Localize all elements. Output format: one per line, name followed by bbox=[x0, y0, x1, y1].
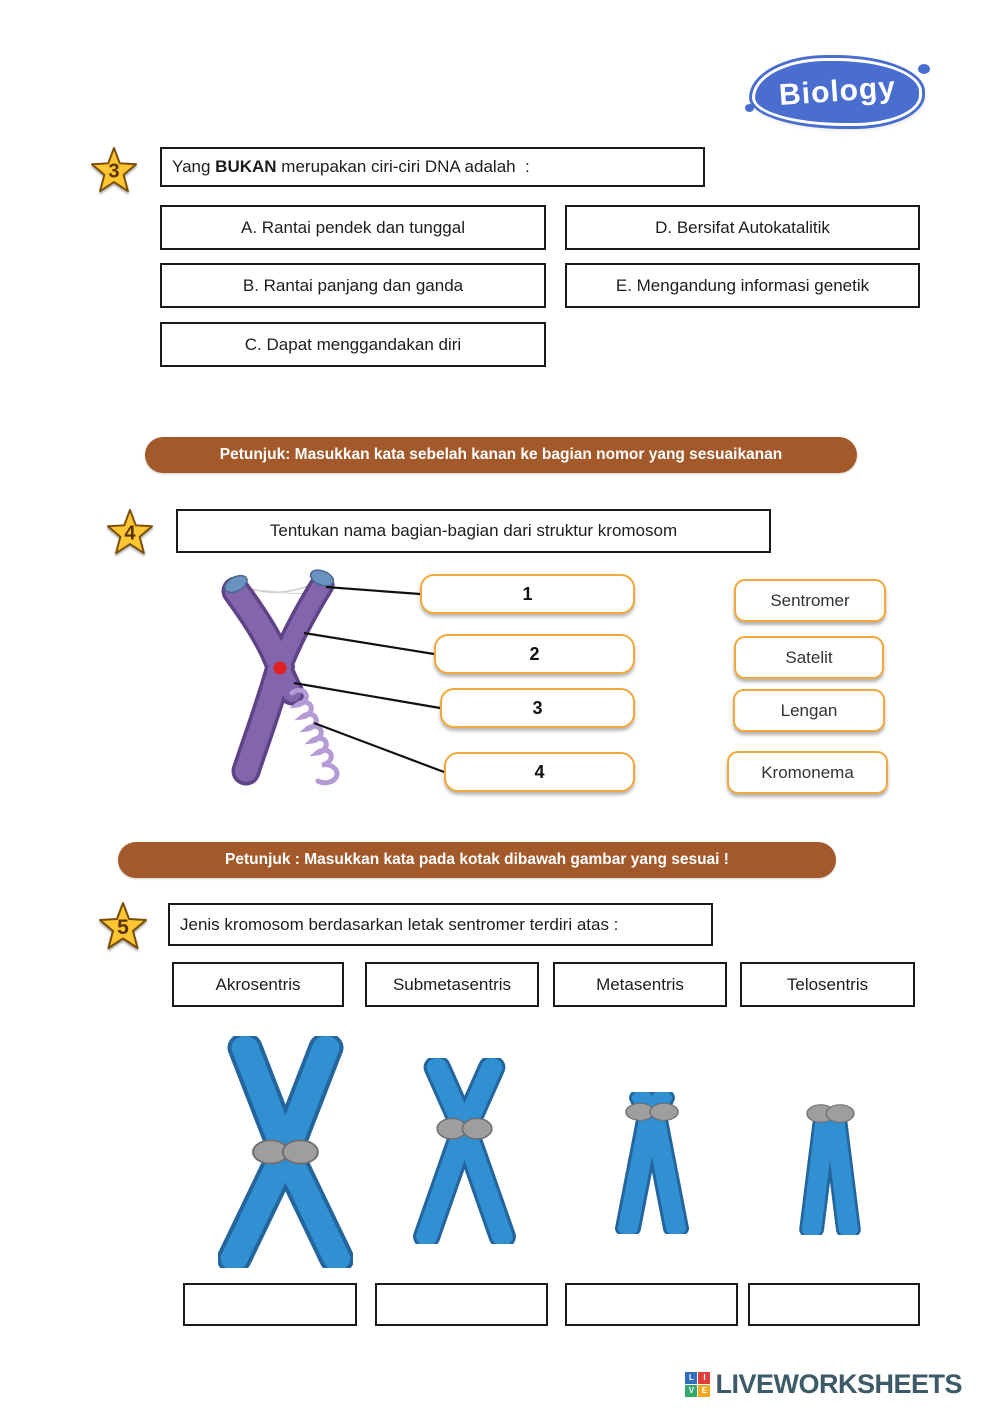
satelit-knob bbox=[224, 574, 248, 594]
wordbank-lengan[interactable]: Lengan bbox=[733, 689, 885, 732]
liveworksheets-wordmark: LIVEWORKSHEETS bbox=[715, 1369, 962, 1399]
liveworksheets-logo[interactable]: L I V E LIVEWORKSHEETS bbox=[685, 1369, 962, 1400]
question-4-text: Tentukan nama bagian-bagian dari struktu… bbox=[176, 509, 771, 553]
question-3-text: Yang BUKAN merupakan ciri-ciri DNA adala… bbox=[160, 147, 705, 187]
q5-answer-box-4[interactable] bbox=[748, 1283, 920, 1326]
sentromer-marker bbox=[273, 661, 287, 675]
pointer-lines bbox=[293, 585, 445, 774]
q5-answer-box-1[interactable] bbox=[183, 1283, 357, 1326]
q3-text-prefix: Yang bbox=[172, 157, 216, 176]
wordbank-kromonema[interactable]: Kromonema bbox=[727, 751, 888, 794]
term-telosentris[interactable]: Telosentris bbox=[740, 962, 915, 1007]
liveworksheets-blocks-icon: L I V E bbox=[685, 1372, 711, 1397]
logo-decor-dot bbox=[745, 104, 754, 112]
logo-decor-dot bbox=[918, 64, 930, 74]
question-5-number: 5 bbox=[117, 916, 129, 939]
block-e: E bbox=[698, 1385, 711, 1397]
question-3-number: 3 bbox=[108, 161, 119, 183]
biology-logo-blob: Biology bbox=[752, 58, 922, 126]
term-submetasentris[interactable]: Submetasentris bbox=[365, 962, 539, 1007]
q4-slot-4[interactable]: 4 bbox=[444, 752, 635, 792]
term-metasentris[interactable]: Metasentris bbox=[553, 962, 727, 1007]
q3-option-b[interactable]: B. Rantai panjang dan ganda bbox=[160, 263, 546, 308]
question-5-text: Jenis kromosom berdasarkan letak sentrom… bbox=[168, 903, 713, 946]
q4-slot-2[interactable]: 2 bbox=[434, 634, 635, 674]
q5-answer-box-2[interactable] bbox=[375, 1283, 548, 1326]
q4-slot-1[interactable]: 1 bbox=[420, 574, 635, 614]
metasentris-chromosome-image bbox=[218, 1036, 353, 1268]
block-i: I bbox=[698, 1372, 711, 1384]
instruction-banner-2: Petunjuk : Masukkan kata pada kotak diba… bbox=[118, 842, 836, 878]
q5-answer-box-3[interactable] bbox=[565, 1283, 738, 1326]
telosentris-chromosome-image bbox=[799, 1104, 861, 1235]
term-akrosentris[interactable]: Akrosentris bbox=[172, 962, 344, 1007]
q3-option-c[interactable]: C. Dapat menggandakan diri bbox=[160, 322, 546, 367]
question-3-star-icon: 3 bbox=[90, 146, 138, 194]
q3-option-a[interactable]: A. Rantai pendek dan tunggal bbox=[160, 205, 546, 250]
instruction-banner-1: Petunjuk: Masukkan kata sebelah kanan ke… bbox=[145, 437, 857, 473]
akrosentris-chromosome-image bbox=[615, 1092, 689, 1234]
question-4-star-icon: 4 bbox=[106, 508, 154, 556]
submetasentris-chromosome-image bbox=[413, 1058, 516, 1244]
biology-logo: Biology bbox=[745, 58, 930, 126]
q4-slot-3[interactable]: 3 bbox=[440, 688, 635, 728]
block-v: V bbox=[685, 1385, 698, 1397]
satelit-knob bbox=[309, 569, 335, 587]
question-4-number: 4 bbox=[124, 523, 136, 545]
kromonema-coil bbox=[289, 687, 340, 786]
wordbank-satelit[interactable]: Satelit bbox=[734, 636, 884, 679]
wordbank-sentromer[interactable]: Sentromer bbox=[734, 579, 886, 622]
question-5-star-icon: 5 bbox=[98, 901, 148, 951]
q3-text-bold: BUKAN bbox=[215, 157, 277, 176]
q3-option-e[interactable]: E. Mengandung informasi genetik bbox=[565, 263, 920, 308]
biology-logo-text: Biology bbox=[777, 70, 897, 113]
q3-text-suffix: merupakan ciri-ciri DNA adalah : bbox=[276, 157, 530, 176]
block-l: L bbox=[685, 1372, 698, 1384]
chromosome-structure-image bbox=[221, 569, 445, 786]
q3-option-d[interactable]: D. Bersifat Autokatalitik bbox=[565, 205, 920, 250]
